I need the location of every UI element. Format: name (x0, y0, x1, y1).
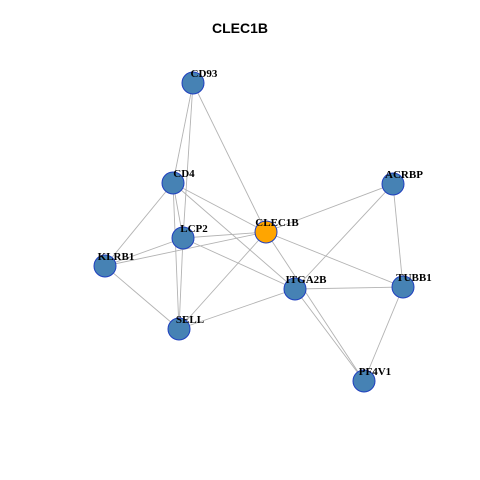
node-label-tubb1: TUBB1 (396, 272, 431, 284)
edge-clec1b-pf4v1 (265, 231, 365, 382)
node-clec1b[interactable] (254, 220, 278, 244)
edge-cd4-sell (172, 182, 180, 330)
node-itga2b[interactable] (283, 277, 307, 301)
edge-lcp2-clec1b (182, 231, 267, 239)
node-label-acrbp: ACRBP (385, 169, 423, 181)
edge-klrb1-sell (104, 265, 180, 330)
edge-itga2b-acrbp (294, 183, 394, 290)
edge-clec1b-acrbp (265, 183, 394, 233)
node-label-itga2b: ITGA2B (286, 274, 328, 286)
edge-cd93-cd4 (172, 82, 194, 184)
node-label-cd4: CD4 (173, 168, 195, 180)
node-cd93[interactable] (181, 71, 205, 95)
edge-lcp2-itga2b (182, 237, 296, 290)
edge-itga2b-pf4v1 (294, 288, 365, 382)
node-layer (93, 71, 415, 393)
edge-lcp2-sell (178, 237, 184, 330)
node-label-klrb1: KLRB1 (98, 251, 135, 263)
edge-layer (104, 82, 404, 382)
node-label-lcp2: LCP2 (180, 223, 208, 235)
edge-lcp2-klrb1 (104, 237, 184, 267)
edge-cd93-clec1b (192, 82, 267, 233)
diagram-title: CLEC1B (211, 20, 268, 36)
node-tubb1[interactable] (391, 275, 415, 299)
edge-cd93-lcp2 (182, 82, 194, 239)
edge-cd4-clec1b (172, 182, 267, 233)
edge-acrbp-tubb1 (392, 183, 404, 288)
edge-sell-clec1b (178, 231, 267, 330)
edge-itga2b-tubb1 (294, 286, 404, 290)
node-pf4v1[interactable] (352, 369, 376, 393)
edge-cd4-klrb1 (104, 182, 174, 267)
edge-tubb1-pf4v1 (363, 286, 404, 382)
node-label-clec1b: CLEC1B (255, 217, 299, 229)
edge-cd4-itga2b (172, 182, 296, 290)
node-label-pf4v1: PF4V1 (359, 366, 391, 378)
node-klrb1[interactable] (93, 254, 117, 278)
edge-sell-itga2b (178, 288, 296, 330)
node-label-cd93: CD93 (191, 68, 218, 80)
edge-clec1b-tubb1 (265, 231, 404, 288)
node-sell[interactable] (167, 317, 191, 341)
node-label-sell: SELL (176, 314, 204, 326)
node-cd4[interactable] (161, 171, 185, 195)
node-lcp2[interactable] (171, 226, 195, 250)
node-acrbp[interactable] (381, 172, 405, 196)
